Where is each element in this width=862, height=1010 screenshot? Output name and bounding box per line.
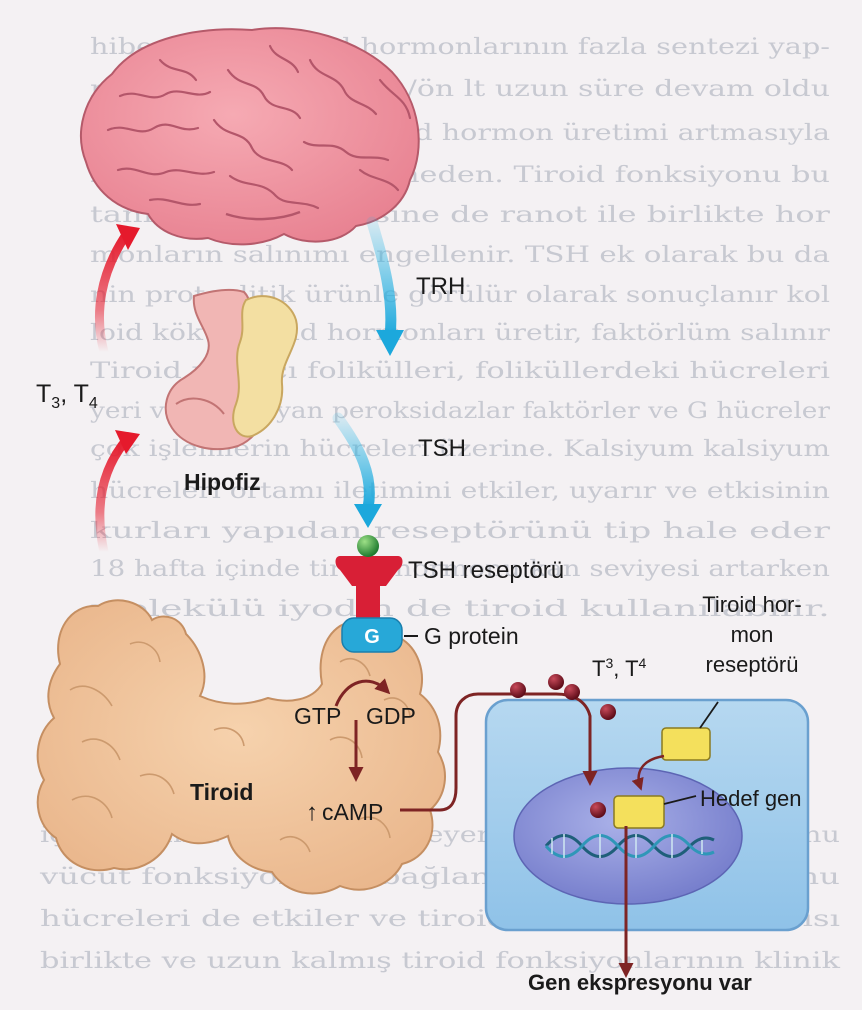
t3-t4-right-label: T3, T4 xyxy=(592,655,647,681)
g-badge-label: G xyxy=(364,626,380,648)
g-protein-label: G protein xyxy=(424,623,519,649)
hipofiz-label: Hipofiz xyxy=(184,469,261,495)
gtp-label: GTP xyxy=(294,703,341,729)
camp-label: cAMP xyxy=(322,799,383,825)
receptor-label-line1: Tiroid hor- xyxy=(702,592,801,617)
nuclear-receptor xyxy=(614,796,664,828)
target-gene-label: Hedef gen xyxy=(700,786,802,811)
background-text-line: monların salınımı engellenir. TSH ek ola… xyxy=(90,243,830,268)
tsh-receptor-label: TSH reseptörü xyxy=(408,557,564,584)
camp-up-arrow: ↑ xyxy=(306,799,318,826)
hormone-4 xyxy=(600,704,616,720)
tsh-molecule xyxy=(357,535,379,557)
hormone-3 xyxy=(564,684,580,700)
hormone-bound xyxy=(590,802,606,818)
tsh-label: TSH xyxy=(418,435,466,462)
trh-label: TRH xyxy=(416,273,465,300)
receptor-label-line2: mon xyxy=(731,622,774,647)
gdp-label: GDP xyxy=(366,703,416,729)
receptor-label-line3: reseptörü xyxy=(706,652,799,677)
hormone-1 xyxy=(510,682,526,698)
t3-t4-left-label: T3, T4 xyxy=(36,380,98,412)
hormone-2 xyxy=(548,674,564,690)
gene-expression-label: Gen ekspresyonu var xyxy=(528,970,752,995)
tiroid-label: Tiroid xyxy=(190,779,253,805)
background-text-line: kurları yapıdan reseptörünü tip hale ede… xyxy=(90,519,831,544)
target-cell xyxy=(486,700,808,930)
cytoplasmic-receptor xyxy=(662,728,710,760)
